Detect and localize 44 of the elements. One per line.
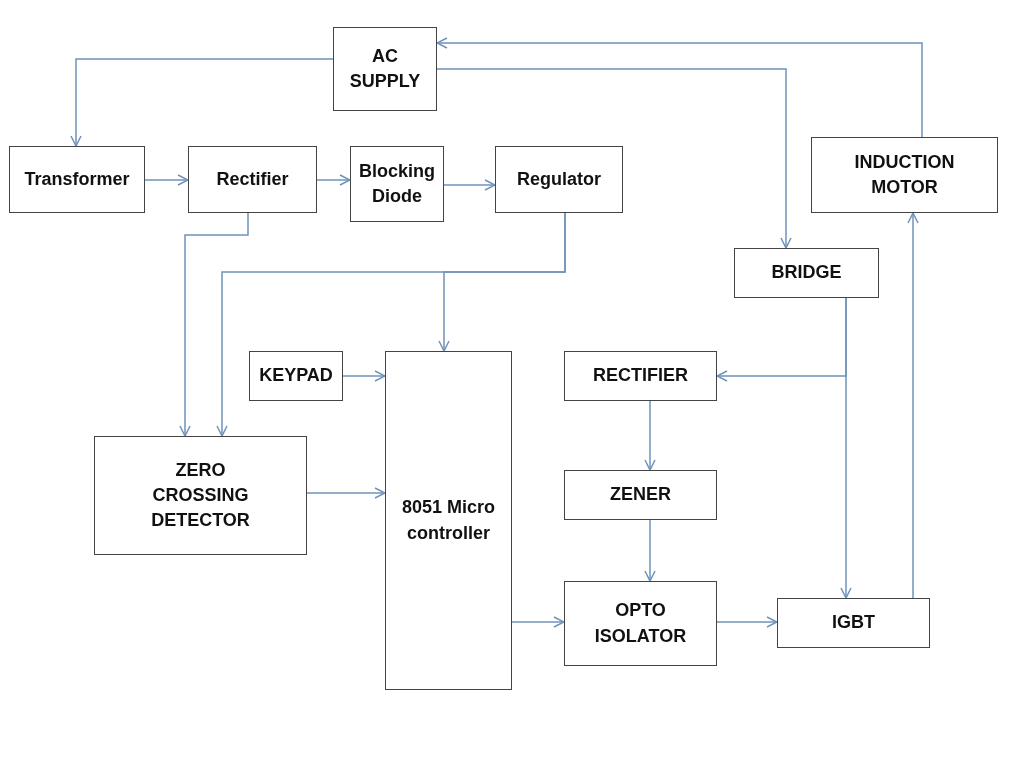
block-box (350, 146, 444, 222)
arrow (70, 58, 334, 147)
block-box (564, 351, 717, 401)
arrow (716, 297, 847, 382)
block-label: RECTIFIER (593, 364, 688, 388)
arrow (438, 212, 566, 352)
block-label: INDUCTION MOTOR (853, 150, 956, 199)
block-label: IGBT (832, 611, 875, 635)
arrow (144, 174, 189, 186)
block-box (9, 146, 145, 213)
arrow (179, 212, 249, 437)
block-label: Regulator (517, 167, 601, 191)
block-box (564, 470, 717, 520)
block-label: ZERO CROSSING DETECTOR (150, 458, 251, 533)
arrow (306, 487, 386, 499)
arrow (644, 400, 656, 471)
arrow (436, 68, 792, 249)
arrow (342, 370, 386, 382)
block-box (385, 351, 512, 690)
block-label: OPTO ISOLATOR (593, 599, 688, 648)
block-box (564, 581, 717, 666)
block-box (811, 137, 998, 213)
block-label: ZENER (610, 483, 671, 507)
block-box (188, 146, 317, 213)
block-label: KEYPAD (259, 364, 333, 388)
arrow (907, 212, 919, 599)
arrow (511, 616, 565, 628)
block-box (249, 351, 343, 401)
block-box (734, 248, 879, 298)
block-box (333, 27, 437, 111)
block-label: BRIDGE (771, 261, 842, 285)
block-label: Rectifier (216, 167, 289, 191)
arrow (316, 174, 351, 186)
block-box (94, 436, 307, 555)
block-label: Transformer (24, 167, 130, 191)
block-label: Blocking Diode (358, 159, 436, 208)
block-box (777, 598, 930, 648)
block-label: AC SUPPLY (348, 44, 422, 93)
arrow (443, 179, 496, 191)
arrow (436, 37, 923, 138)
block-box (495, 146, 623, 213)
block-label: 8051 Micro controller (400, 496, 497, 545)
arrow (644, 519, 656, 582)
arrow (716, 616, 778, 628)
